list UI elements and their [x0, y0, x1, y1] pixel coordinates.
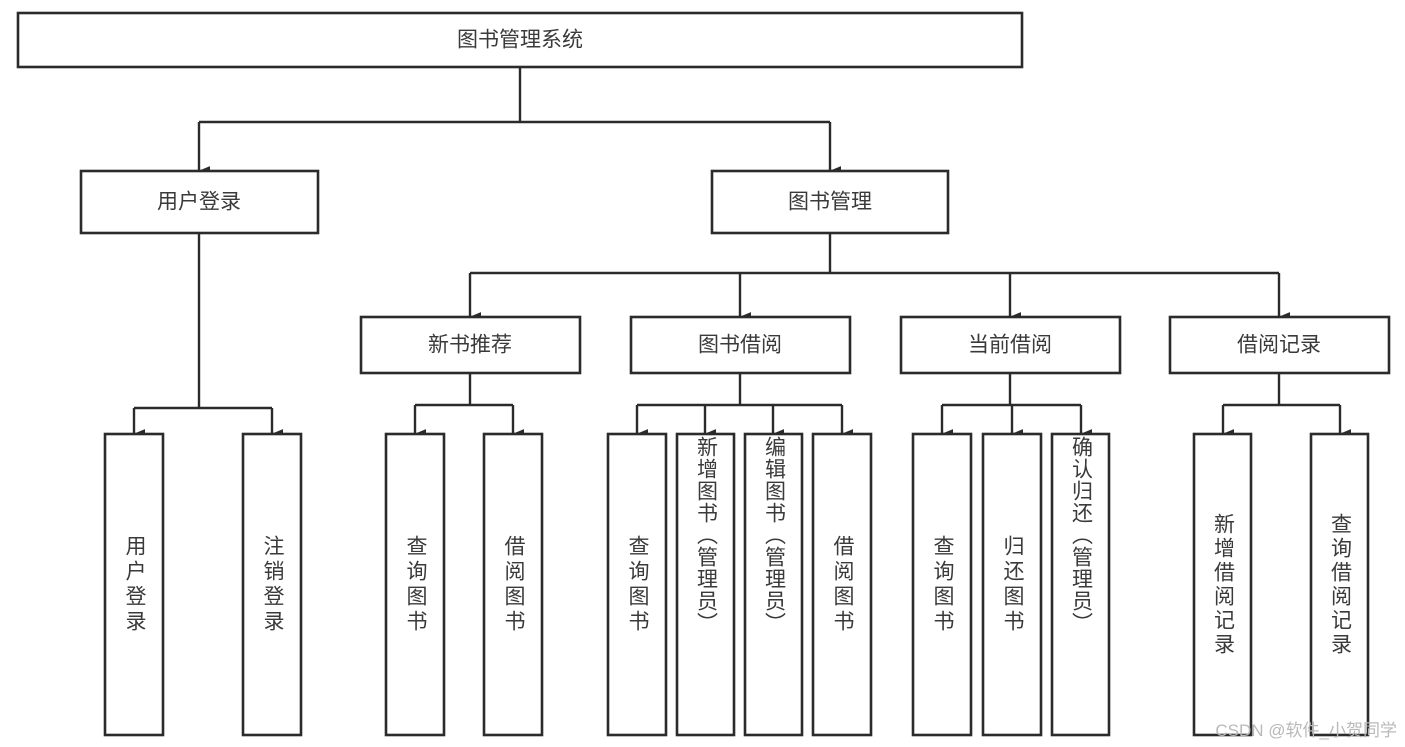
node-leaf-query-book-current-box[interactable] [911, 432, 973, 737]
node-leaf-query-borrow-record[interactable]: 查询借阅记录 [1309, 432, 1370, 737]
node-book-borrow-box[interactable] [629, 315, 852, 375]
node-leaf-add-book-admin-box[interactable] [675, 432, 736, 737]
node-leaf-return-book-label-wrap: 归还图书 [1001, 534, 1024, 635]
node-leaf-query-book-recommend-label-wrap: 查询图书 [404, 534, 427, 635]
node-borrow-record-label: 借阅记录 [1237, 334, 1321, 357]
node-new-book-recommend-label: 新书推荐 [428, 334, 512, 357]
node-leaf-query-book-borrow-box[interactable] [606, 432, 668, 737]
node-leaf-add-borrow-record-box[interactable] [1192, 432, 1253, 737]
node-leaf-user-login[interactable]: 用户登录 [103, 432, 165, 737]
node-leaf-borrow-book-recommend-label: 借阅图书 [502, 534, 525, 635]
node-book-management-box[interactable] [710, 169, 950, 235]
node-leaf-query-book-borrow[interactable]: 查询图书 [606, 432, 668, 737]
node-leaf-query-book-borrow-label: 查询图书 [626, 534, 649, 635]
node-leaf-return-book-label: 归还图书 [1001, 534, 1024, 635]
node-leaf-query-book-current-label-wrap: 查询图书 [931, 534, 954, 635]
node-borrow-record[interactable]: 借阅记录 [1168, 315, 1391, 375]
node-leaf-add-book-admin[interactable]: 新增图书（管理员） [675, 432, 736, 737]
node-current-borrow-label: 当前借阅 [968, 334, 1052, 357]
node-leaf-edit-book-admin[interactable]: 编辑图书（管理员） [743, 432, 804, 737]
node-leaf-confirm-return-admin[interactable]: 确认归还（管理员） [1050, 432, 1111, 737]
node-leaf-borrow-book-recommend[interactable]: 借阅图书 [482, 432, 544, 737]
node-book-management[interactable]: 图书管理 [710, 169, 950, 235]
node-new-book-recommend-box[interactable] [359, 315, 582, 375]
node-book-borrow[interactable]: 图书借阅 [629, 315, 852, 375]
node-leaf-user-login-label: 用户登录 [123, 534, 146, 635]
node-leaf-query-borrow-record-label: 查询借阅记录 [1328, 512, 1352, 657]
node-new-book-recommend[interactable]: 新书推荐 [359, 315, 582, 375]
node-leaf-logout-login-label: 注销登录 [261, 534, 284, 635]
node-book-borrow-label: 图书借阅 [698, 334, 782, 357]
node-leaf-logout-login-label-wrap: 注销登录 [261, 534, 284, 635]
node-leaf-user-login-box[interactable] [103, 432, 165, 737]
node-leaf-query-book-recommend[interactable]: 查询图书 [384, 432, 446, 737]
node-current-borrow[interactable]: 当前借阅 [899, 315, 1122, 375]
connector-layer [132, 67, 1352, 439]
node-leaf-add-borrow-record-label: 新增借阅记录 [1211, 512, 1235, 657]
node-leaf-query-book-current[interactable]: 查询图书 [911, 432, 973, 737]
node-leaf-borrow-book-label-wrap: 借阅图书 [831, 534, 854, 635]
node-root-label: 图书管理系统 [457, 29, 583, 52]
node-leaf-edit-book-admin-label: 编辑图书（管理员） [762, 436, 786, 634]
node-root-box[interactable] [16, 11, 1024, 69]
node-leaf-edit-book-admin-label-wrap: 编辑图书（管理员） [762, 436, 786, 634]
node-leaf-confirm-return-admin-label: 确认归还（管理员） [1069, 436, 1093, 634]
node-leaf-query-book-recommend-label: 查询图书 [404, 534, 427, 635]
node-book-management-label: 图书管理 [788, 191, 872, 214]
node-leaf-return-book[interactable]: 归还图书 [981, 432, 1043, 737]
node-leaf-query-book-recommend-box[interactable] [384, 432, 446, 737]
node-leaf-borrow-book[interactable]: 借阅图书 [811, 432, 873, 737]
node-current-borrow-box[interactable] [899, 315, 1122, 375]
node-user-login-label: 用户登录 [157, 191, 241, 214]
node-leaf-add-book-admin-label: 新增图书（管理员） [694, 436, 718, 634]
node-leaf-confirm-return-admin-label-wrap: 确认归还（管理员） [1069, 436, 1093, 634]
node-leaf-add-borrow-record-label-wrap: 新增借阅记录 [1211, 512, 1235, 657]
node-leaf-borrow-book-label: 借阅图书 [831, 534, 854, 635]
node-user-login-box[interactable] [79, 169, 320, 235]
node-leaf-borrow-book-box[interactable] [811, 432, 873, 737]
node-leaf-add-book-admin-label-wrap: 新增图书（管理员） [694, 436, 718, 634]
node-leaf-query-book-borrow-label-wrap: 查询图书 [626, 534, 649, 635]
node-leaf-logout-login[interactable]: 注销登录 [241, 432, 303, 737]
node-leaf-user-login-label-wrap: 用户登录 [123, 534, 146, 635]
node-leaf-add-borrow-record[interactable]: 新增借阅记录 [1192, 432, 1253, 737]
node-leaf-query-borrow-record-label-wrap: 查询借阅记录 [1328, 512, 1352, 657]
node-leaf-return-book-box[interactable] [981, 432, 1043, 737]
node-leaf-query-borrow-record-box[interactable] [1309, 432, 1370, 737]
node-leaf-edit-book-admin-box[interactable] [743, 432, 804, 737]
node-leaf-borrow-book-recommend-label-wrap: 借阅图书 [502, 534, 525, 635]
node-user-login[interactable]: 用户登录 [79, 169, 320, 235]
node-borrow-record-box[interactable] [1168, 315, 1391, 375]
node-leaf-logout-login-box[interactable] [241, 432, 303, 737]
node-leaf-query-book-current-label: 查询图书 [931, 534, 954, 635]
node-leaf-confirm-return-admin-box[interactable] [1050, 432, 1111, 737]
node-root[interactable]: 图书管理系统 [16, 11, 1024, 69]
node-leaf-borrow-book-recommend-box[interactable] [482, 432, 544, 737]
csdn-watermark: CSDN @软件_小贺同学 [1215, 721, 1397, 740]
